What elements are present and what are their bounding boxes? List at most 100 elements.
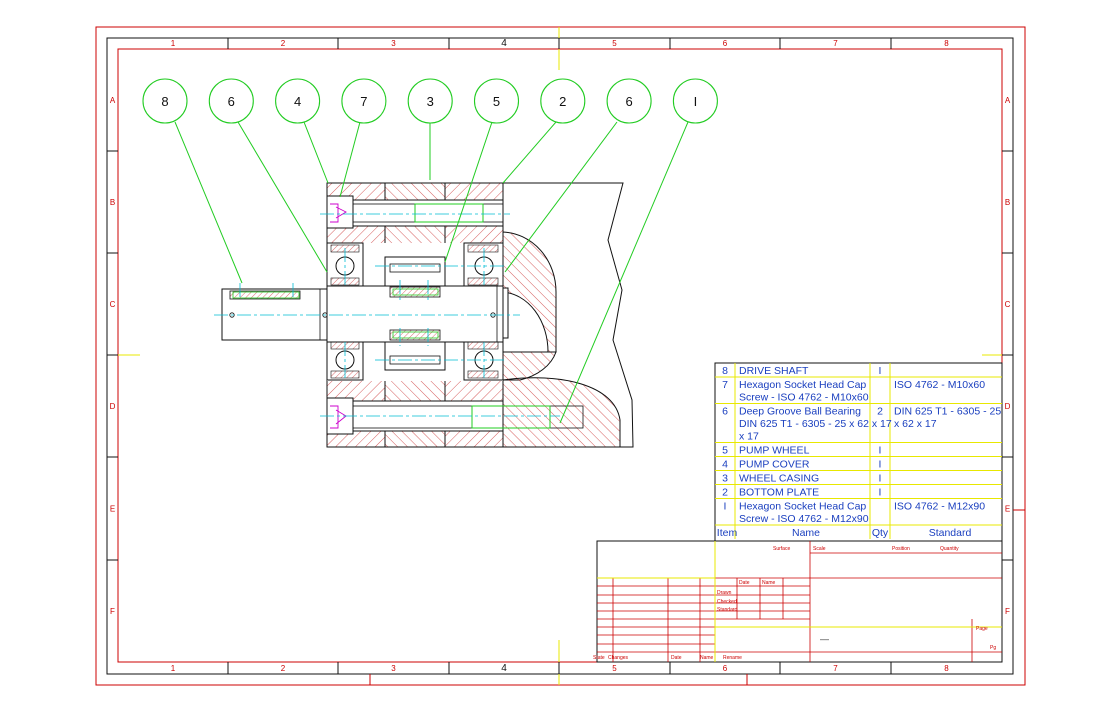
balloon-number: I — [694, 94, 698, 109]
tb-scale-label: Scale — [813, 546, 826, 552]
bom-name: x 17 — [739, 431, 759, 443]
zone-row-label: B — [1005, 198, 1010, 207]
tb-state-label: State — [593, 655, 605, 661]
bom-name: BOTTOM PLATE — [739, 487, 819, 499]
zone-column-label: 3 — [391, 664, 396, 673]
item-balloon: 6 — [208, 78, 254, 124]
zone-column-label: 8 — [944, 664, 949, 673]
item-balloon: I — [672, 78, 718, 124]
zone-row-label: D — [110, 402, 116, 411]
bom-header: Item — [717, 527, 738, 539]
bom-qty: I — [879, 487, 882, 499]
tb-rename-label: Rename — [723, 655, 742, 661]
zone-row-label: D — [1005, 402, 1011, 411]
bom-item-number: I — [724, 501, 727, 513]
bom-name: Screw - ISO 4762 - M12x90 — [739, 513, 869, 525]
zone-row-label: B — [110, 198, 115, 207]
tb-drawn-label: Drawn — [717, 590, 732, 596]
bom-qty: I — [879, 473, 882, 485]
bom-qty: I — [879, 445, 882, 457]
title-block: Surface Scale Position Quantity Date Nam… — [593, 540, 1003, 663]
zone-row-label: E — [110, 505, 115, 514]
item-balloon: 3 — [407, 78, 453, 124]
bom-standard: ISO 4762 - M10x60 — [894, 379, 985, 391]
tb-dash: — — [820, 634, 829, 644]
zone-ticks — [107, 38, 1013, 674]
bom-qty: 2 — [877, 406, 883, 418]
zone-column-label: 2 — [281, 664, 286, 673]
bom-name: Screw - ISO 4762 - M10x60 — [739, 392, 869, 404]
zone-row-label: A — [1005, 96, 1011, 105]
zone-row-label: C — [110, 300, 116, 309]
balloon-number: 6 — [228, 94, 235, 109]
bom-qty: I — [879, 459, 882, 471]
bom-name: Hexagon Socket Head Cap — [739, 379, 866, 391]
bom-name: PUMP WHEEL — [739, 445, 810, 457]
zone-column-label: 2 — [281, 39, 286, 48]
bom-row: 5 PUMP WHEEL I — [722, 445, 881, 457]
item-balloon: 8 — [142, 78, 188, 124]
zone-column-label: 3 — [391, 39, 396, 48]
bom-row: 2 BOTTOM PLATE I — [722, 487, 881, 499]
item-balloon: 7 — [341, 78, 387, 124]
balloon-number: 3 — [427, 94, 434, 109]
item-balloon: 4 — [275, 78, 321, 124]
tb-name-label: Name — [762, 580, 776, 586]
bom-item-number: 6 — [722, 406, 728, 418]
tb-page-label: Page — [976, 626, 988, 632]
bom-name: DRIVE SHAFT — [739, 365, 809, 377]
zone-column-label: 1 — [171, 664, 176, 673]
bom-header: Standard — [929, 527, 972, 539]
zone-column-label: 8 — [944, 39, 949, 48]
item-balloons: 8 6 4 7 3 5 2 6 I — [142, 78, 718, 124]
bom-qty: I — [879, 365, 882, 377]
bom-name: PUMP COVER — [739, 459, 810, 471]
bom-item-number: 2 — [722, 487, 728, 499]
tb-pg-label: Pg — [990, 645, 996, 651]
bom-standard: x 62 x 17 — [894, 418, 937, 430]
bom-standard: ISO 4762 - M12x90 — [894, 501, 985, 513]
item-balloon: 6 — [606, 78, 652, 124]
bom-name: Deep Groove Ball Bearing — [739, 406, 861, 418]
pump-section-view — [174, 121, 689, 448]
zone-row-label: E — [1005, 505, 1010, 514]
tb-date-label: Date — [739, 580, 750, 586]
tb-surface-label: Surface — [773, 546, 790, 552]
bom-name: DIN 625 T1 - 6305 - 25 x 62 x 17 — [739, 418, 892, 430]
item-balloon: 2 — [540, 78, 586, 124]
tb-changes-label: Changes — [608, 655, 629, 661]
balloon-number: 5 — [493, 94, 500, 109]
tb-rev-date-label: Date — [671, 655, 682, 661]
zone-row-label: F — [110, 607, 115, 616]
balloon-number: 4 — [294, 94, 301, 109]
balloon-number: 2 — [559, 94, 566, 109]
tb-checked-label: Checked — [717, 599, 737, 605]
tb-quantity-label: Quantity — [940, 546, 959, 552]
bom-name: Hexagon Socket Head Cap — [739, 501, 866, 513]
bom-item-number: 5 — [722, 445, 728, 457]
zone-column-label: 6 — [723, 664, 728, 673]
bom-header: Name — [792, 527, 820, 539]
zone-row-label: C — [1005, 300, 1011, 309]
tb-rev-name-label: Name — [700, 655, 714, 661]
bom-name: WHEEL CASING — [739, 473, 819, 485]
bom-item-number: 7 — [722, 379, 728, 391]
tb-position-label: Position — [892, 546, 910, 552]
balloon-number: 6 — [625, 94, 632, 109]
balloon-number: 8 — [161, 94, 168, 109]
zone-column-label: 5 — [612, 664, 617, 673]
zone-column-label: 7 — [833, 664, 838, 673]
zone-row-label: A — [110, 96, 116, 105]
zone-column-label: 4 — [501, 663, 507, 674]
bom-standard: DIN 625 T1 - 6305 - 25 — [894, 406, 1001, 418]
tb-standard-label: Standard — [717, 607, 738, 613]
